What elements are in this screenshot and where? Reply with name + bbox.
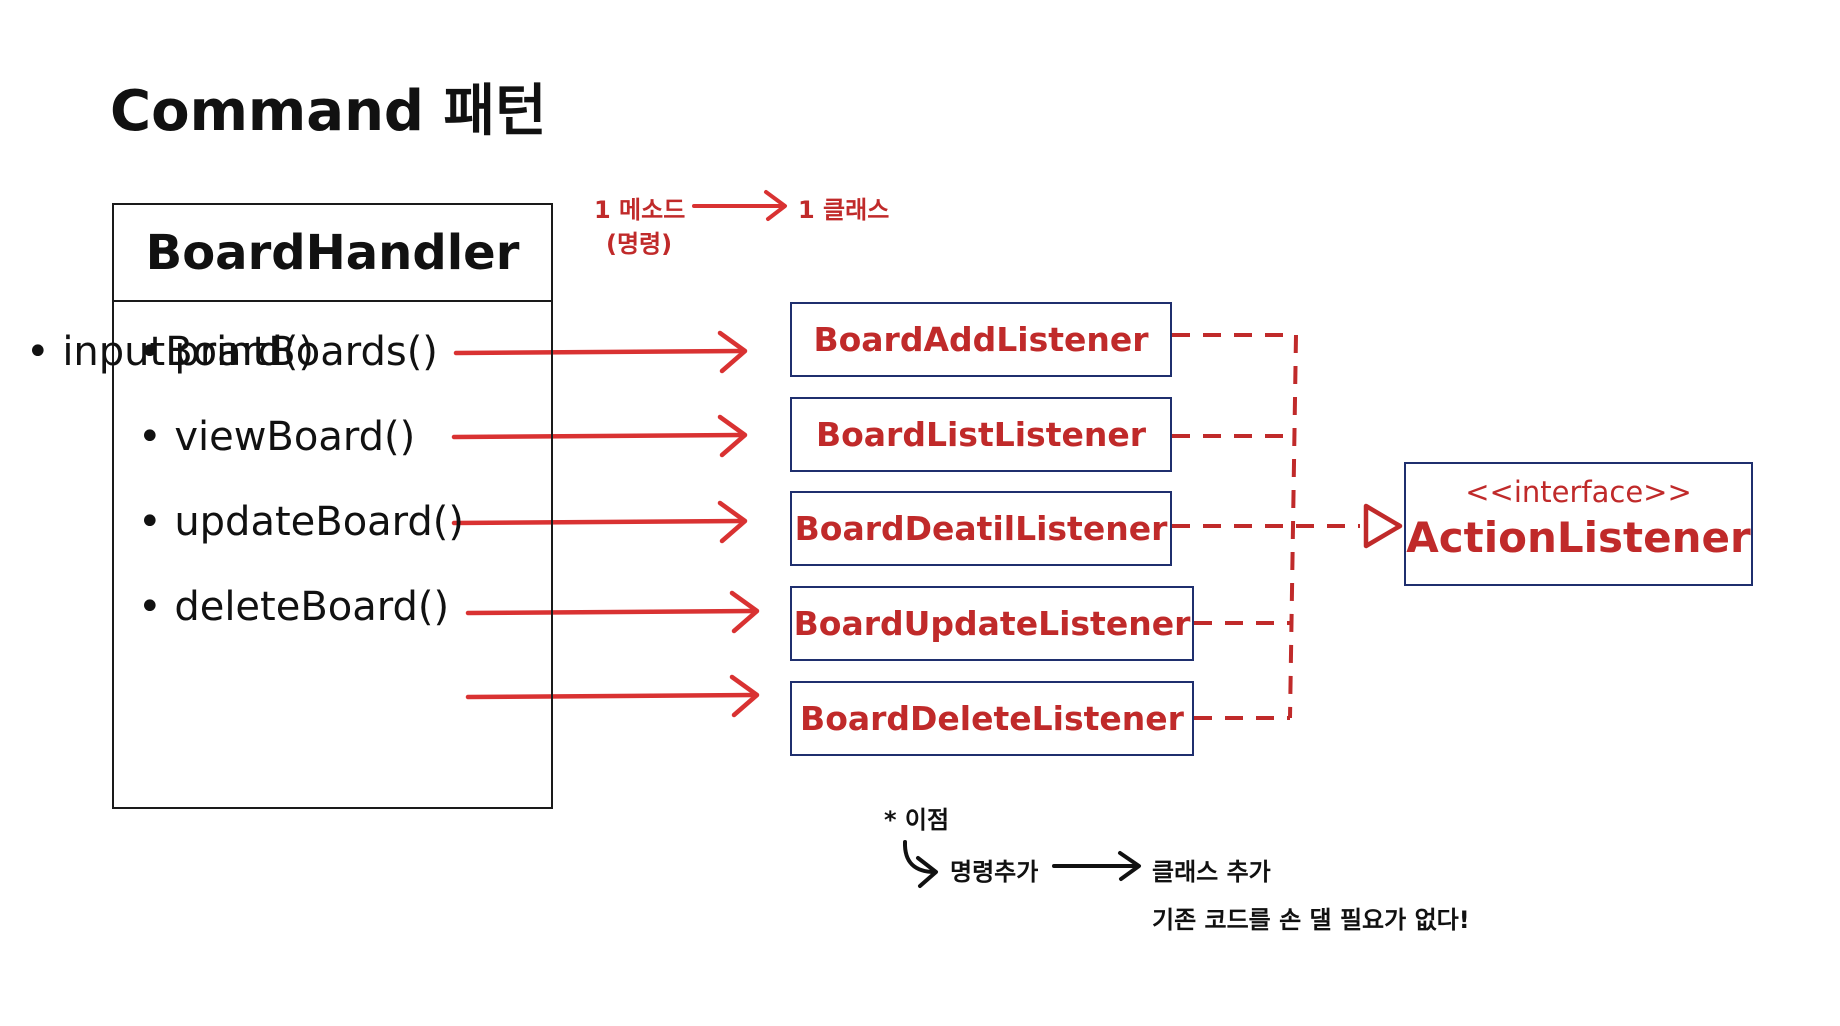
- note-command: (명령): [606, 230, 673, 258]
- arrow-view-to-detail: [451, 500, 748, 544]
- note-one-method: 1 메소드: [594, 196, 686, 224]
- benefit-arrows: [902, 840, 1141, 888]
- interface-name: ActionListener: [1406, 513, 1751, 562]
- method-delete-board: deleteBoard(): [138, 582, 449, 632]
- benefit-add-command: 명령추가: [950, 858, 1039, 886]
- note-one-class: 1 클래스: [798, 196, 890, 224]
- benefit-heading: * 이점: [884, 806, 950, 834]
- listener-board-delete: BoardDeleteListener: [790, 681, 1194, 756]
- benefit-detail: 기존 코드를 손 댈 필요가 없다!: [1152, 906, 1470, 934]
- listener-board-update: BoardUpdateListener: [790, 586, 1194, 661]
- listener-board-detail: BoardDeatilListener: [790, 491, 1172, 566]
- interface-stereotype: <<interface>>: [1465, 475, 1692, 509]
- curved-arrow: [902, 840, 937, 874]
- arrow-delete-to-delete: [465, 674, 760, 718]
- arrow-print-to-list: [451, 414, 748, 458]
- method-print-boards: printBoards(): [138, 327, 438, 377]
- benefit-add-class: 클래스 추가: [1152, 858, 1271, 886]
- arrow-update-to-update: [465, 590, 760, 634]
- method-view-board: viewBoard(): [138, 412, 415, 462]
- listener-board-add: BoardAddListener: [790, 302, 1172, 377]
- listener-board-list: BoardListListener: [790, 397, 1172, 472]
- top-note-arrow: [692, 190, 787, 221]
- page-title: Command 패턴: [110, 79, 547, 144]
- arrow-input-to-add: [453, 330, 748, 374]
- method-arrows: [451, 330, 760, 718]
- dashed-vertical: [1288, 334, 1298, 719]
- class-name: BoardHandler: [114, 205, 551, 302]
- action-listener-interface: <<interface>> ActionListener: [1404, 462, 1753, 586]
- method-update-board: updateBoard(): [138, 497, 464, 547]
- realization-lines: [1172, 333, 1360, 720]
- realization-triangle: [1363, 503, 1403, 549]
